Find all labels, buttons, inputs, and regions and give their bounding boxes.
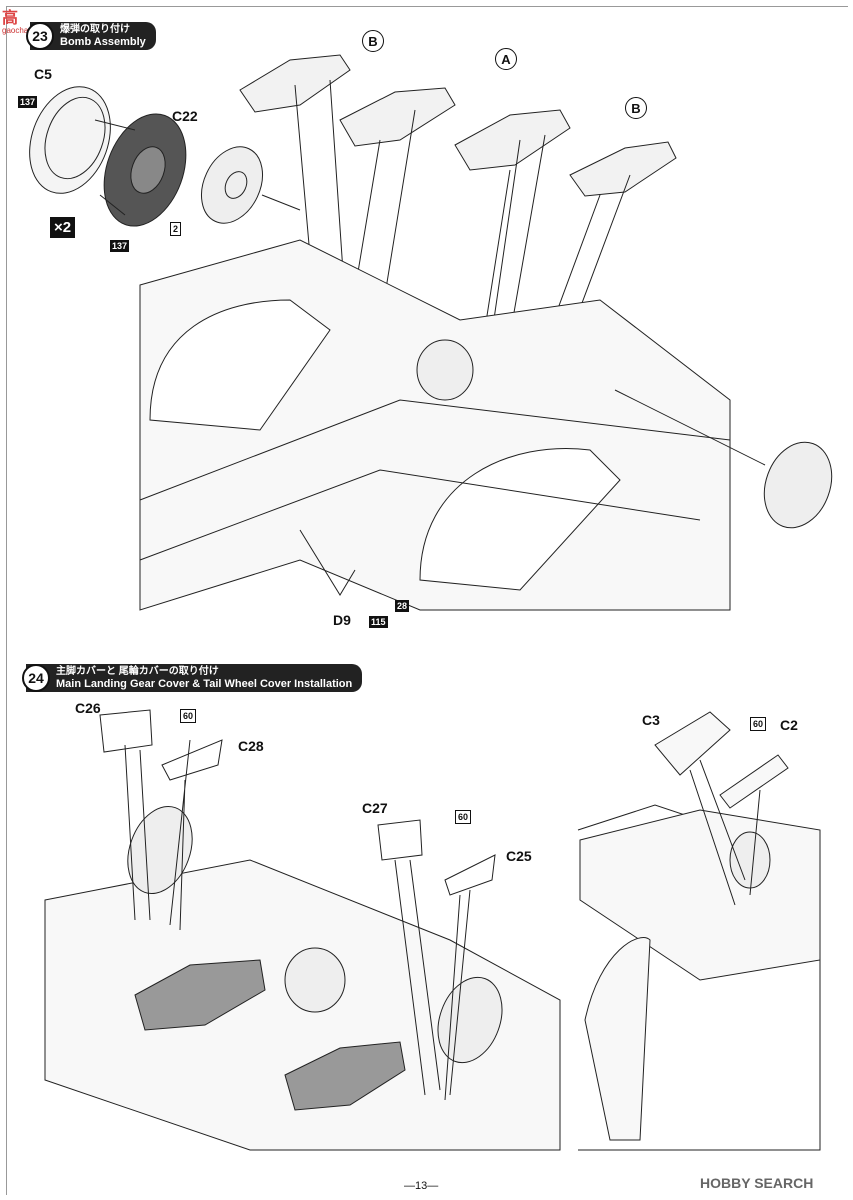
part-label-c3: C3 bbox=[642, 712, 660, 728]
callout-b: B bbox=[362, 30, 384, 52]
part-tag-60: 60 bbox=[750, 717, 767, 731]
watermark-logo: 高 gaocha... bbox=[2, 10, 35, 35]
part-label-d9: D9 bbox=[333, 612, 351, 628]
step-24-title-jp: 主脚カバーと 尾輪カバーの取り付け bbox=[56, 666, 219, 677]
page-frame bbox=[6, 6, 848, 1195]
part-tag-60: 60 bbox=[180, 709, 197, 723]
part-tag-60: 60 bbox=[455, 810, 472, 824]
part-tag-137: 137 bbox=[110, 240, 130, 252]
step-24-title-en: Main Landing Gear Cover & Tail Wheel Cov… bbox=[56, 678, 353, 690]
part-tag-115: 115 bbox=[369, 616, 388, 628]
quantity-multiplier: ×2 bbox=[50, 217, 76, 238]
page-number: —13— bbox=[404, 1180, 439, 1192]
part-label-c25: C25 bbox=[506, 848, 532, 864]
part-label-c2: C2 bbox=[780, 717, 798, 733]
callout-b: B bbox=[625, 97, 647, 119]
step-23-title-jp: 爆弾の取り付け bbox=[60, 24, 130, 35]
watermark-hobby-search: HOBBY SEARCH bbox=[700, 1175, 814, 1191]
step-24-number: 24 bbox=[22, 664, 50, 692]
part-label-c5: C5 bbox=[34, 66, 52, 82]
part-label-c28: C28 bbox=[238, 738, 264, 754]
part-label-c26: C26 bbox=[75, 700, 101, 716]
step-24-header: 24 主脚カバーと 尾輪カバーの取り付け Main Landing Gear C… bbox=[22, 664, 363, 692]
part-tag-2: 2 bbox=[170, 222, 182, 236]
part-label-c27: C27 bbox=[362, 800, 388, 816]
step-23-header: 23 爆弾の取り付け Bomb Assembly bbox=[26, 22, 156, 50]
part-tag-28: 28 bbox=[395, 600, 410, 612]
callout-a: A bbox=[495, 48, 517, 70]
part-tag-137: 137 bbox=[18, 96, 38, 108]
step-23-number: 23 bbox=[26, 22, 54, 50]
part-label-c22: C22 bbox=[172, 108, 198, 124]
step-23-title-en: Bomb Assembly bbox=[60, 36, 146, 48]
